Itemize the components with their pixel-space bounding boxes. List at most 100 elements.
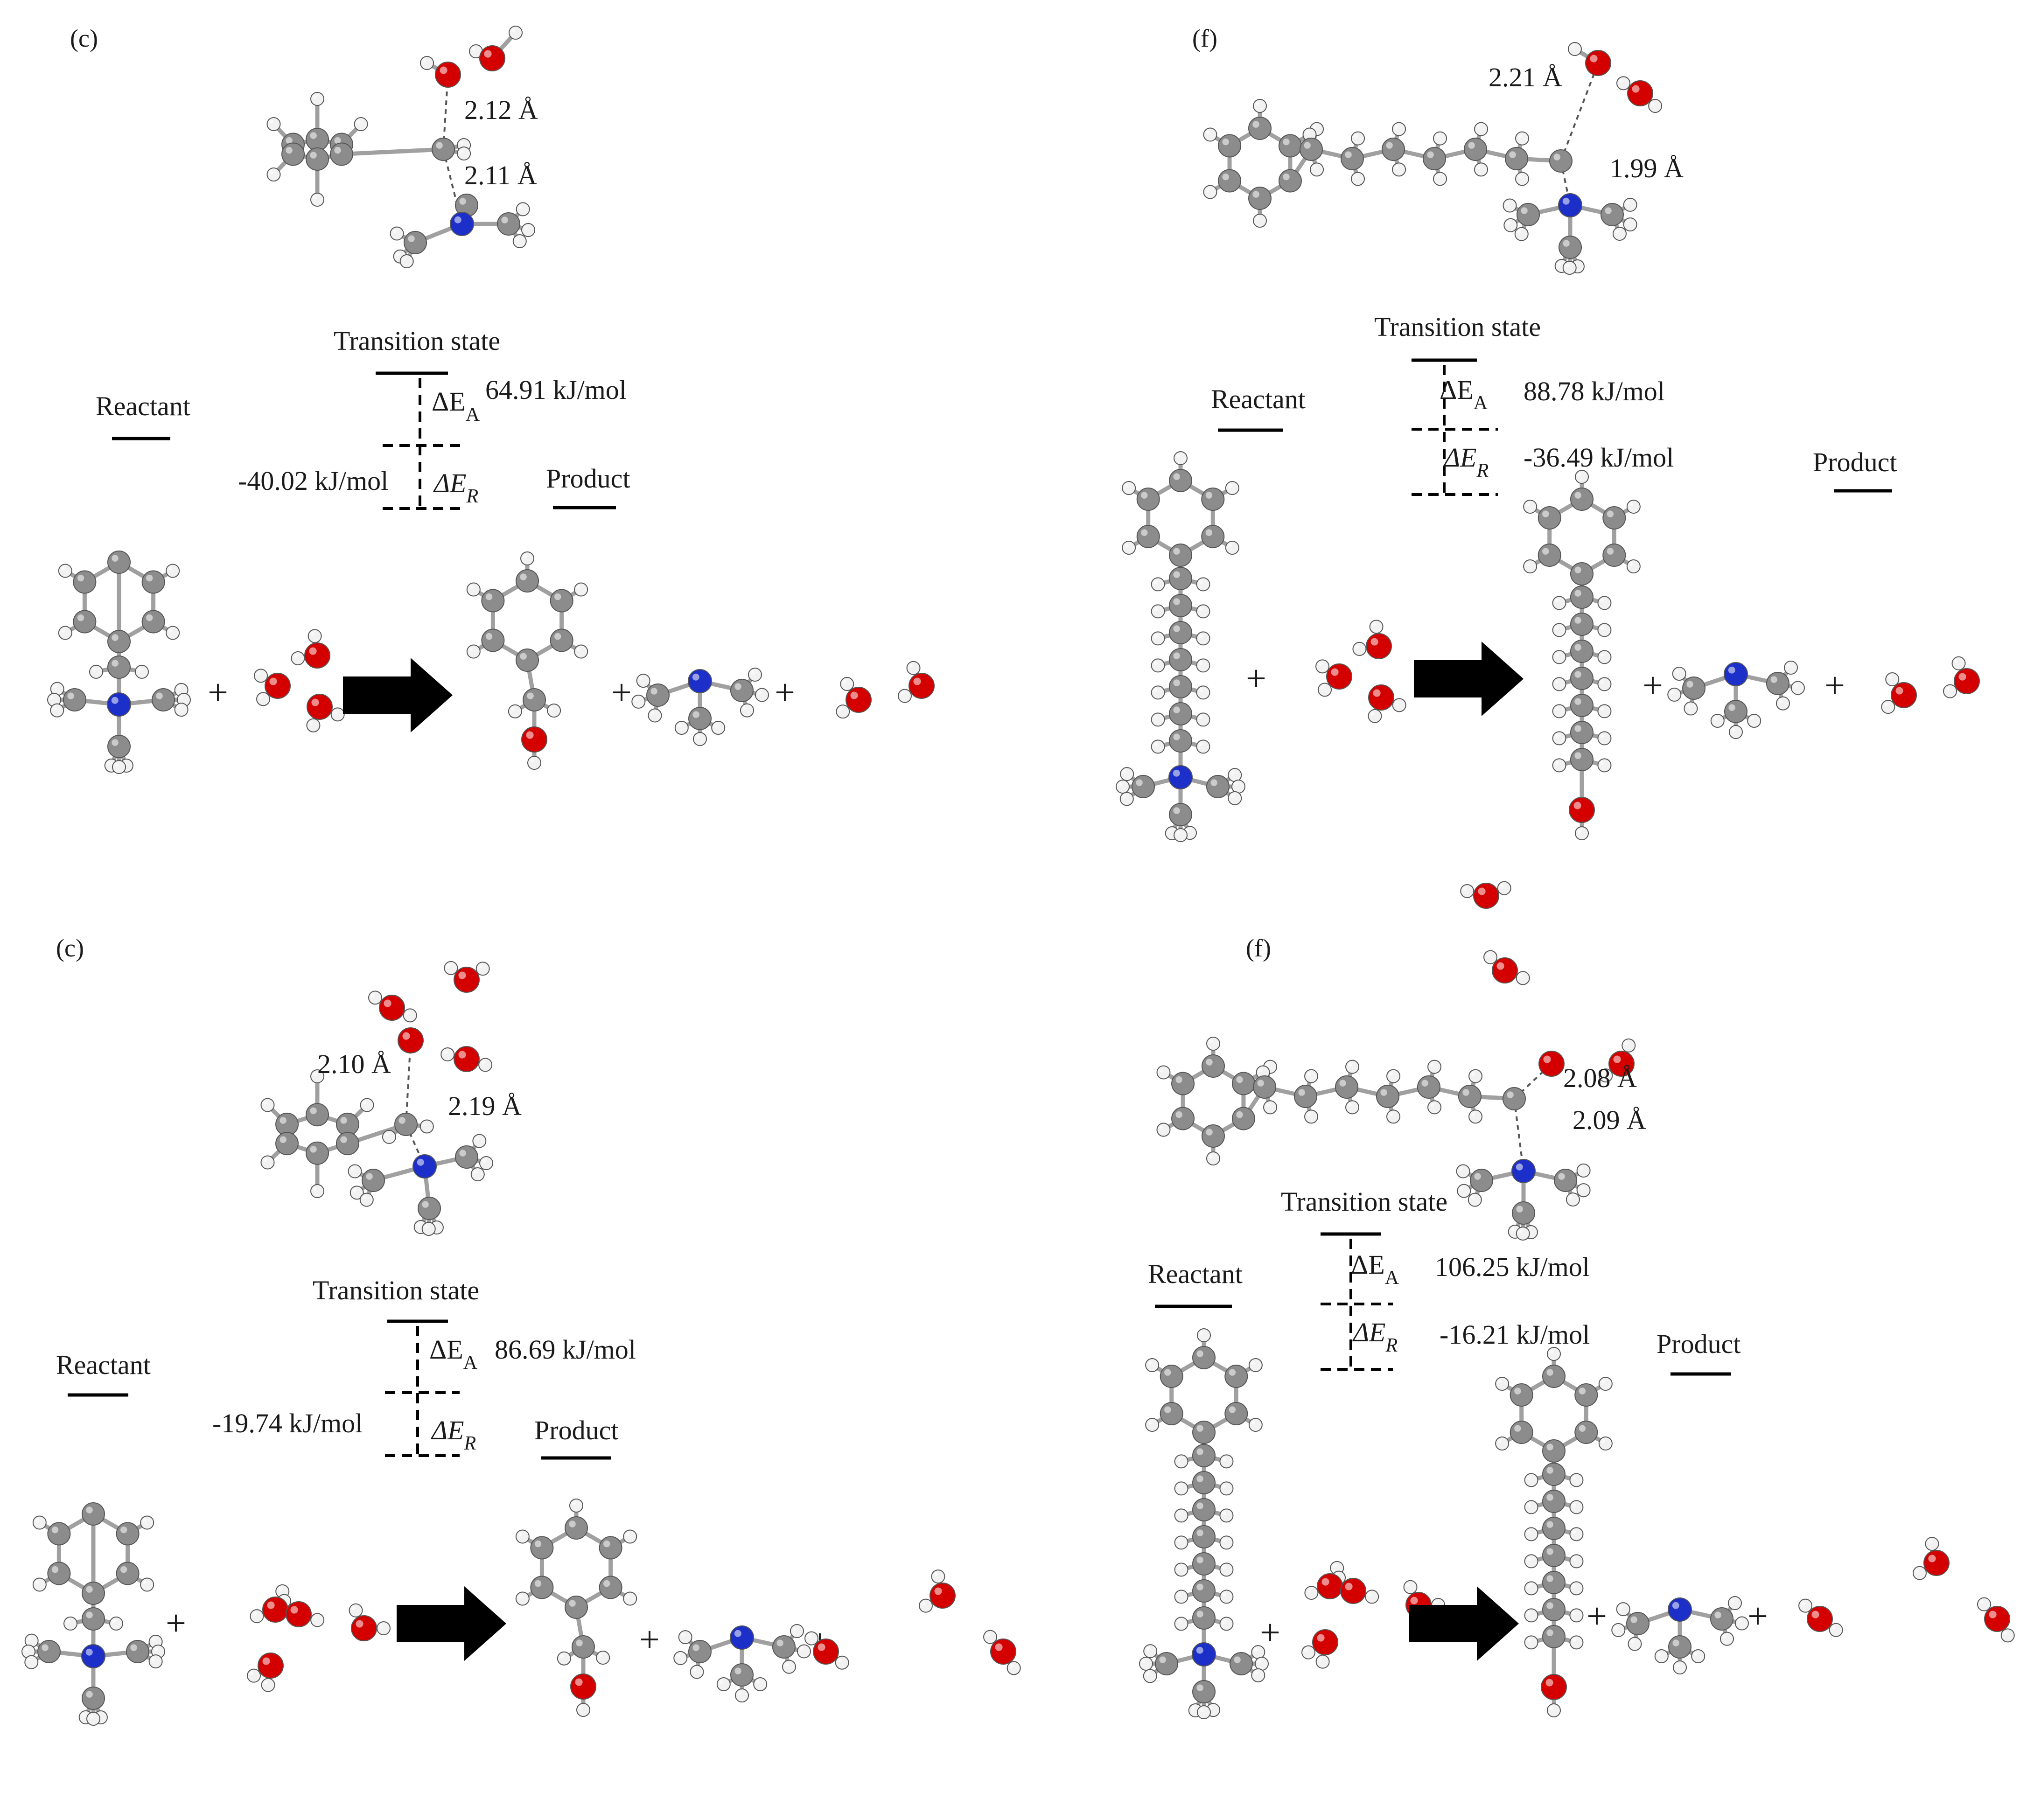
atom-highlight [1954, 659, 1958, 663]
atom-C [730, 679, 754, 702]
atom-C [418, 1197, 441, 1220]
atom-O [1312, 1629, 1338, 1655]
atom-H [1174, 1562, 1188, 1577]
atom-H [1597, 704, 1612, 718]
atom-highlight [1386, 142, 1393, 149]
atom-C [306, 1103, 329, 1127]
atom-C [73, 570, 97, 594]
atom-C [1601, 203, 1624, 226]
atom-highlight [692, 1667, 697, 1672]
atom-highlight [1555, 680, 1559, 684]
atom-H [748, 668, 762, 682]
atom-H [1196, 712, 1210, 727]
atom-H [1798, 1598, 1813, 1613]
atom-highlight [356, 1620, 363, 1628]
atom-highlight [1626, 200, 1630, 205]
atom-highlight [1498, 1439, 1502, 1443]
atom-highlight [1600, 626, 1604, 630]
atom-H [1174, 1454, 1188, 1469]
atom-O [1368, 684, 1394, 711]
atom-highlight [1546, 1548, 1553, 1555]
atom-C [572, 1635, 595, 1659]
atom-O [1326, 663, 1352, 690]
atom-C [1559, 236, 1582, 259]
atom-H [1552, 596, 1566, 610]
atom-H [1151, 739, 1165, 754]
atom-highlight [1600, 680, 1604, 684]
atom-H [377, 1621, 391, 1635]
atom-H [1219, 1617, 1234, 1631]
atom-O [1891, 682, 1917, 708]
atom-H [349, 1603, 363, 1618]
product-alcohol [1523, 470, 1641, 840]
atom-highlight [1230, 771, 1235, 775]
atom-highlight [1167, 829, 1172, 833]
atom-highlight [1607, 548, 1614, 555]
atom-C [516, 569, 539, 593]
atom-C [1192, 1471, 1216, 1494]
atom-C [1231, 1072, 1255, 1095]
atom-H [1318, 683, 1332, 697]
atom-C [1570, 721, 1594, 744]
atom-C [481, 589, 505, 613]
atom-H [521, 223, 536, 237]
atom-H [1569, 1608, 1584, 1623]
atom-highlight [137, 667, 142, 672]
atom-highlight [1164, 1369, 1171, 1376]
atom-highlight [1177, 1457, 1181, 1461]
atom-H [1569, 1527, 1584, 1541]
atom-highlight [1527, 1503, 1531, 1507]
atom-highlight [1928, 1539, 1932, 1544]
atom-highlight [143, 1518, 147, 1522]
atom-highlight [1506, 221, 1510, 225]
atom-H [1727, 1596, 1742, 1611]
atom-O [1538, 1051, 1565, 1077]
atom-highlight [575, 1678, 583, 1686]
atom-highlight [1205, 492, 1213, 499]
atom-H [466, 644, 481, 659]
atom-H [1228, 791, 1242, 805]
water-molecules [804, 1569, 1021, 1675]
atom-highlight [53, 706, 57, 710]
atom-C [1132, 775, 1155, 798]
atom-C [1570, 562, 1594, 586]
atom-highlight [1320, 685, 1325, 690]
atom-highlight [280, 1136, 287, 1143]
atom-C [1192, 1579, 1216, 1603]
atom-highlight [1518, 974, 1523, 978]
atom-O [1585, 50, 1611, 76]
atom-highlight [518, 1594, 523, 1598]
atom-highlight [1565, 263, 1570, 268]
atom-H [89, 664, 103, 679]
atom-highlight [900, 691, 905, 696]
atom-C [481, 628, 505, 652]
atom-H [1203, 127, 1217, 142]
atom-highlight [843, 679, 847, 684]
atom-highlight [482, 1158, 486, 1163]
atom-highlight [1141, 529, 1148, 536]
atom-highlight [1895, 687, 1903, 695]
atom-C [329, 142, 353, 166]
atom-highlight [1574, 492, 1581, 499]
atom-C [1538, 506, 1561, 530]
atom-highlight [1546, 1494, 1553, 1501]
atom-C [1278, 169, 1302, 193]
atom-highlight [1557, 261, 1561, 266]
atom-H [623, 1529, 637, 1544]
reactant-label: Reactant [1211, 384, 1306, 414]
atom-H [1552, 650, 1566, 664]
atom-H [906, 661, 921, 675]
atom-highlight [1462, 1089, 1469, 1096]
atom-C [1503, 1087, 1526, 1110]
atom-highlight [1199, 580, 1203, 584]
atom-highlight [1543, 1055, 1551, 1063]
atom-N [1668, 1597, 1692, 1622]
atom-C [1169, 469, 1192, 492]
atom-H [1719, 1632, 1734, 1646]
atom-H [1747, 713, 1761, 728]
atom-highlight [107, 761, 112, 766]
atom-H [1566, 1192, 1580, 1207]
atom-C [1335, 1075, 1358, 1099]
atom-highlight [469, 585, 474, 589]
atom-highlight [35, 1518, 40, 1522]
